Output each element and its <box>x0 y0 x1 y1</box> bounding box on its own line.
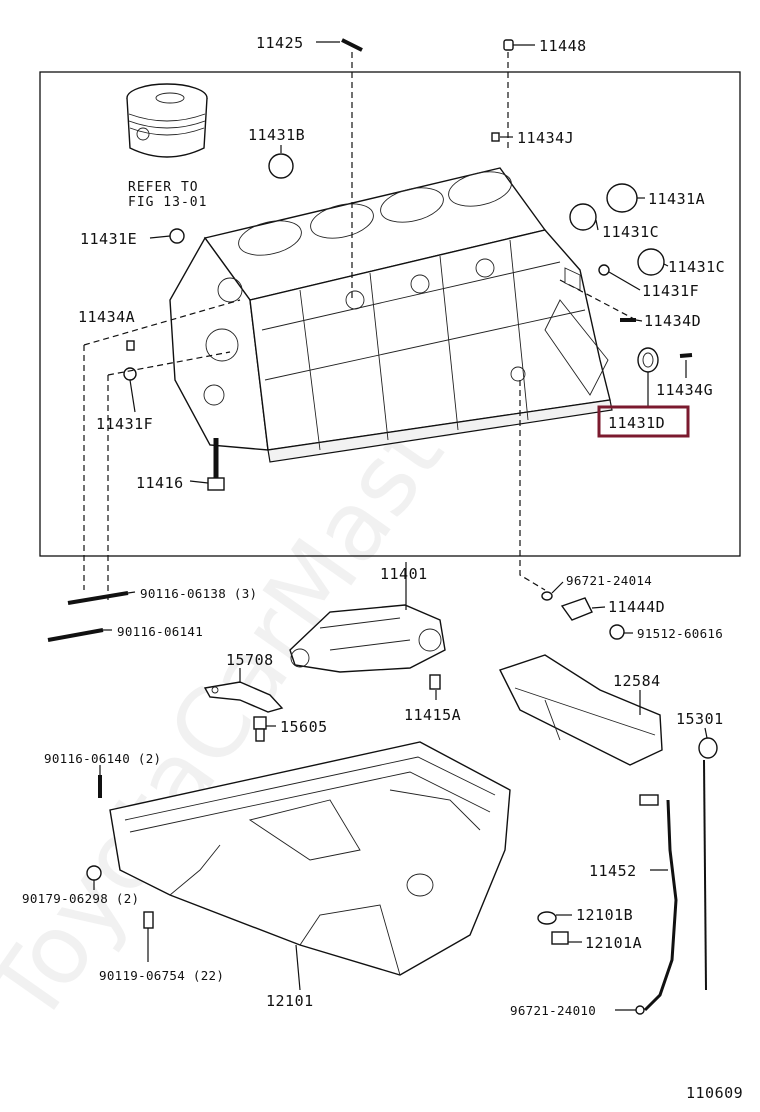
figure-number: 110609 <box>686 1084 743 1102</box>
valve-15605 <box>253 716 267 742</box>
plug-11415A <box>429 674 441 690</box>
baffle-12584 <box>499 654 663 766</box>
label-96721-24010[interactable]: 96721-24010 <box>510 1003 596 1018</box>
label-90116-06138[interactable]: 90116-06138 (3) <box>140 586 257 601</box>
label-91512-60616[interactable]: 91512-60616 <box>637 626 723 641</box>
label-12101a[interactable]: 12101A <box>585 934 642 952</box>
label-11401[interactable]: 11401 <box>380 565 428 583</box>
refer-to-text: REFER TO <box>128 180 199 195</box>
dashed-leaders <box>83 52 637 600</box>
label-11416[interactable]: 11416 <box>136 474 184 492</box>
label-11434d[interactable]: 11434D <box>644 312 701 330</box>
label-11452[interactable]: 11452 <box>589 862 637 880</box>
guide-11452 <box>635 794 678 1015</box>
label-11434a[interactable]: 11434A <box>78 308 135 326</box>
label-11444d[interactable]: 11444D <box>608 598 665 616</box>
label-11431c-right[interactable]: 11431C <box>668 258 725 276</box>
block-small-parts <box>123 38 693 491</box>
piston-illustration <box>126 83 208 158</box>
label-12101b[interactable]: 12101B <box>576 906 633 924</box>
label-90119-06754[interactable]: 90119-06754 (22) <box>99 968 224 983</box>
dipstick-15301 <box>698 737 718 991</box>
label-15605[interactable]: 15605 <box>280 718 328 736</box>
label-11448[interactable]: 11448 <box>539 37 587 55</box>
label-11425[interactable]: 11425 <box>256 34 304 52</box>
highlight-box-11431d <box>597 405 690 438</box>
bracket-15708 <box>203 681 284 713</box>
label-11431a[interactable]: 11431A <box>648 190 705 208</box>
label-11434g[interactable]: 11434G <box>656 381 713 399</box>
oil-pan-12101 <box>109 741 511 976</box>
label-90116-06141[interactable]: 90116-06141 <box>117 624 203 639</box>
studs-90116 <box>47 591 129 642</box>
label-15708[interactable]: 15708 <box>226 651 274 669</box>
label-90179-06298[interactable]: 90179-06298 (2) <box>22 891 139 906</box>
label-12101[interactable]: 12101 <box>266 992 314 1010</box>
label-96721-24014[interactable]: 96721-24014 <box>566 573 652 588</box>
block-frame <box>39 71 741 557</box>
label-15301[interactable]: 15301 <box>676 710 724 728</box>
cylinder-block-illustration <box>169 167 613 463</box>
refer-fig-text: FIG 13-01 <box>128 195 207 210</box>
label-11431f-right[interactable]: 11431F <box>642 282 699 300</box>
leader-lines <box>93 41 708 1011</box>
label-11415a[interactable]: 11415A <box>404 706 461 724</box>
label-11431d[interactable]: 11431D <box>608 414 665 432</box>
bracket-11401 <box>289 604 446 673</box>
label-11431c-upper[interactable]: 11431C <box>602 223 659 241</box>
oil-level-sensor-parts <box>541 591 625 640</box>
label-11431f-left[interactable]: 11431F <box>96 415 153 433</box>
label-11431e[interactable]: 11431E <box>80 230 137 248</box>
label-90116-06140[interactable]: 90116-06140 (2) <box>44 751 161 766</box>
drain-plug-parts <box>537 911 569 945</box>
label-11434j[interactable]: 11434J <box>517 129 574 147</box>
label-11431b[interactable]: 11431B <box>248 126 305 144</box>
label-12584[interactable]: 12584 <box>613 672 661 690</box>
